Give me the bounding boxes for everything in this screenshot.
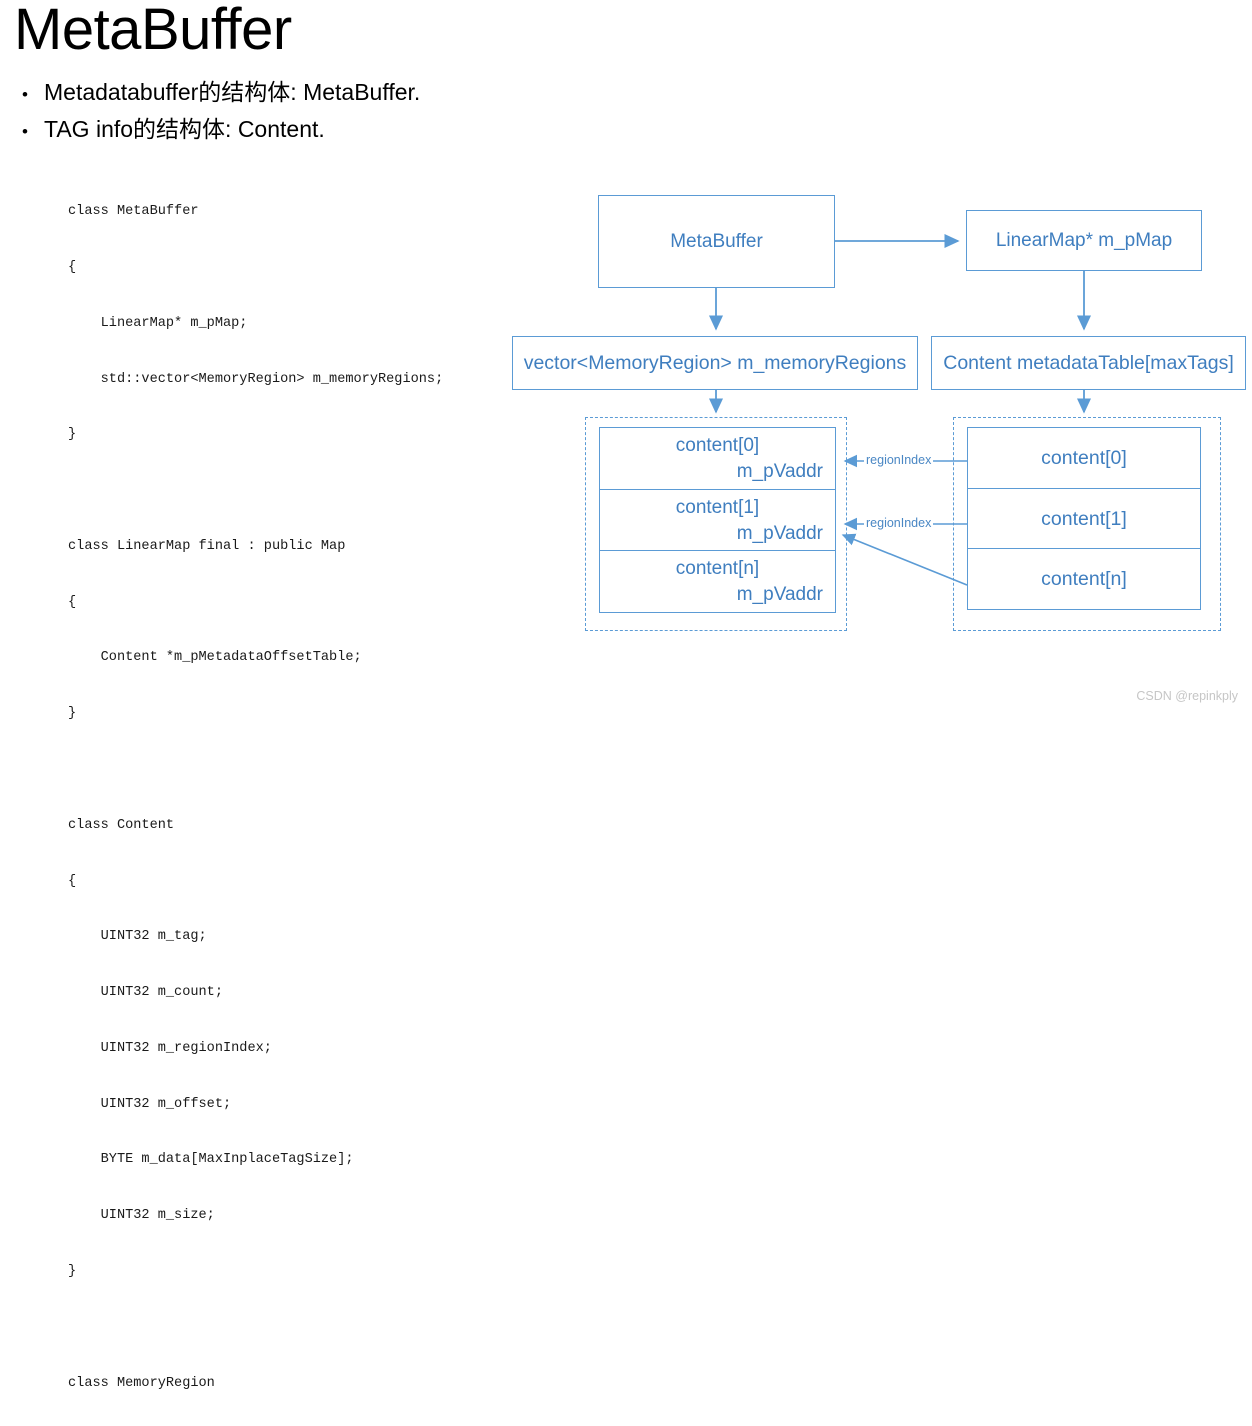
bullet-item: • Metadatabuffer的结构体: MetaBuffer. — [22, 74, 662, 111]
node-memory-regions-label: vector<MemoryRegion> m_memoryRegions — [523, 351, 907, 374]
content-cell-vaddr: m_pVaddr — [736, 461, 823, 482]
bullet-item: • TAG info的结构体: Content. — [22, 111, 662, 148]
node-metabuffer[interactable]: MetaBuffer — [598, 195, 835, 288]
code-line: { — [68, 594, 77, 610]
bullet-text: TAG info的结构体: Content. — [44, 116, 325, 143]
code-line: UINT32 m_offset; — [68, 1096, 232, 1112]
code-line: std::vector<MemoryRegion> m_memoryRegion… — [68, 371, 444, 387]
content-cell[interactable]: content[1] m_pVaddr — [599, 488, 836, 552]
bullet-text: Metadatabuffer的结构体: MetaBuffer. — [44, 79, 421, 105]
content-cell[interactable]: content[0] m_pVaddr — [599, 427, 836, 490]
node-memory-regions[interactable]: vector<MemoryRegion> m_memoryRegions — [512, 336, 918, 390]
code-line: class MemoryRegion — [68, 1375, 215, 1391]
code-line: } — [68, 427, 77, 443]
bullet-marker-icon: • — [22, 85, 28, 104]
code-line: LinearMap* m_pMap; — [68, 315, 248, 331]
content-cell-title: content[1] — [1041, 507, 1127, 530]
content-cell[interactable]: content[n] — [967, 548, 1201, 610]
code-line: class MetaBuffer — [68, 204, 199, 220]
code-line-blank — [68, 1319, 443, 1338]
code-line: class LinearMap final : public Map — [68, 538, 346, 554]
code-line: } — [68, 706, 77, 722]
node-linearmap-label: LinearMap* m_pMap — [995, 229, 1173, 251]
content-cell-stack-right: content[0] content[1] content[n] — [967, 427, 1201, 610]
content-cell[interactable]: content[0] — [967, 427, 1201, 489]
bullet-list: • Metadatabuffer的结构体: MetaBuffer. • TAG … — [22, 74, 662, 149]
edge-label-regionindex: regionIndex — [864, 453, 934, 467]
content-cell-vaddr: m_pVaddr — [736, 584, 823, 605]
bullet-marker-icon: • — [22, 122, 28, 142]
connector-contentn-to-vaddr — [841, 533, 968, 586]
content-cell-stack-left: content[0] m_pVaddr content[1] m_pVaddr … — [599, 427, 836, 613]
group-frame-metadata-table — [953, 417, 1221, 631]
node-metadata-table[interactable]: Content metadataTable[maxTags] — [931, 336, 1246, 390]
node-metabuffer-label: MetaBuffer — [670, 230, 763, 252]
content-cell-vaddr: m_pVaddr — [736, 522, 823, 544]
code-line: UINT32 m_size; — [68, 1208, 215, 1224]
code-line: { — [68, 873, 77, 889]
content-cell-title: content[n] — [675, 558, 760, 579]
code-line: { — [68, 259, 77, 275]
code-line-blank — [68, 761, 443, 780]
code-listing: class MetaBuffer { LinearMap* m_pMap; st… — [68, 166, 443, 1426]
watermark: CSDN @repinkply — [1136, 689, 1238, 703]
content-cell-title: content[0] — [675, 435, 760, 456]
code-line: UINT32 m_tag; — [68, 929, 207, 945]
code-line-blank — [68, 482, 443, 501]
edge-label-regionindex: regionIndex — [864, 516, 934, 530]
code-line: Content *m_pMetadataOffsetTable; — [68, 650, 362, 666]
code-line: class Content — [68, 817, 175, 833]
code-line: UINT32 m_regionIndex; — [68, 1040, 272, 1056]
code-line: } — [68, 1264, 77, 1280]
group-frame-memory-regions — [585, 417, 847, 631]
node-metadata-table-label: Content metadataTable[maxTags] — [943, 351, 1234, 374]
content-cell-title: content[0] — [1041, 447, 1127, 469]
content-cell[interactable]: content[n] m_pVaddr — [599, 550, 836, 613]
code-line: BYTE m_data[MaxInplaceTagSize]; — [68, 1152, 354, 1168]
node-linearmap[interactable]: LinearMap* m_pMap — [966, 210, 1202, 271]
content-cell[interactable]: content[1] — [967, 487, 1201, 550]
content-cell-title: content[1] — [675, 496, 760, 518]
code-line: UINT32 m_count; — [68, 985, 223, 1001]
page-title: MetaBuffer — [14, 0, 292, 62]
content-cell-title: content[n] — [1041, 568, 1127, 590]
